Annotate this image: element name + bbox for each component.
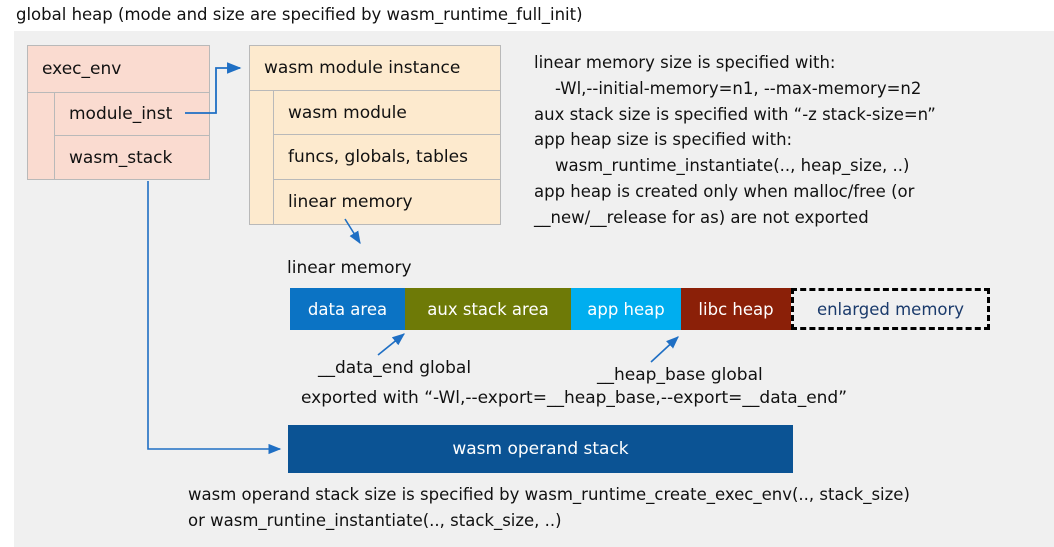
memory-segment-libc-heap: libc heap <box>681 288 791 330</box>
arrow-wasm-stack-to-operand-stack <box>147 181 282 455</box>
arrow-heap-base <box>650 336 679 363</box>
exec-env-rows: module_inst wasm_stack <box>55 93 209 179</box>
module-instance-row-linear-memory: linear memory <box>288 191 413 212</box>
wasm-operand-stack-bar: wasm operand stack <box>288 425 793 473</box>
exec-env-gutter <box>28 93 55 179</box>
exec-env-box: exec_env module_inst wasm_stack <box>27 45 210 180</box>
page-title: global heap (mode and size are specified… <box>16 5 583 24</box>
exec-env-row-wasm-stack: wasm_stack <box>69 147 173 168</box>
exec-env-row-module-inst: module_inst <box>55 93 209 136</box>
memory-segment-aux-stack-area: aux stack area <box>405 288 571 330</box>
module-instance-gutter <box>250 91 274 224</box>
module-instance-row-funcs-globals-tables: funcs, globals, tables <box>274 135 500 180</box>
memory-segment-enlarged-memory: enlarged memory <box>791 288 990 330</box>
module-instance-body: wasm module funcs, globals, tables linea… <box>250 91 500 224</box>
module-instance-row-wasm-module: wasm module <box>274 91 500 136</box>
arrow-module-inst-to-instance <box>185 62 242 114</box>
exec-env-header: exec_env <box>28 46 209 93</box>
memory-segment-data-area: data area <box>290 288 405 330</box>
wasm-module-instance-box: wasm module instance wasm module funcs, … <box>249 45 501 225</box>
operand-stack-notes: wasm operand stack size is specified by … <box>188 485 910 530</box>
heap-base-annotation: __heap_base global <box>597 365 763 385</box>
exec-env-body: module_inst wasm_stack <box>28 93 209 179</box>
linear-memory-label: linear memory <box>287 258 412 278</box>
module-instance-header: wasm module instance <box>250 46 500 91</box>
module-instance-rows: wasm module funcs, globals, tables linea… <box>274 91 500 224</box>
arrow-linear-memory-to-bar <box>344 218 361 245</box>
data-end-annotation: __data_end global <box>318 358 472 378</box>
linear-memory-notes: linear memory size is specified with: -W… <box>534 53 936 227</box>
memory-segment-app-heap: app heap <box>571 288 681 330</box>
arrow-data-end <box>377 333 405 356</box>
exported-annotation: exported with “-Wl,--export=__heap_base,… <box>301 388 848 408</box>
